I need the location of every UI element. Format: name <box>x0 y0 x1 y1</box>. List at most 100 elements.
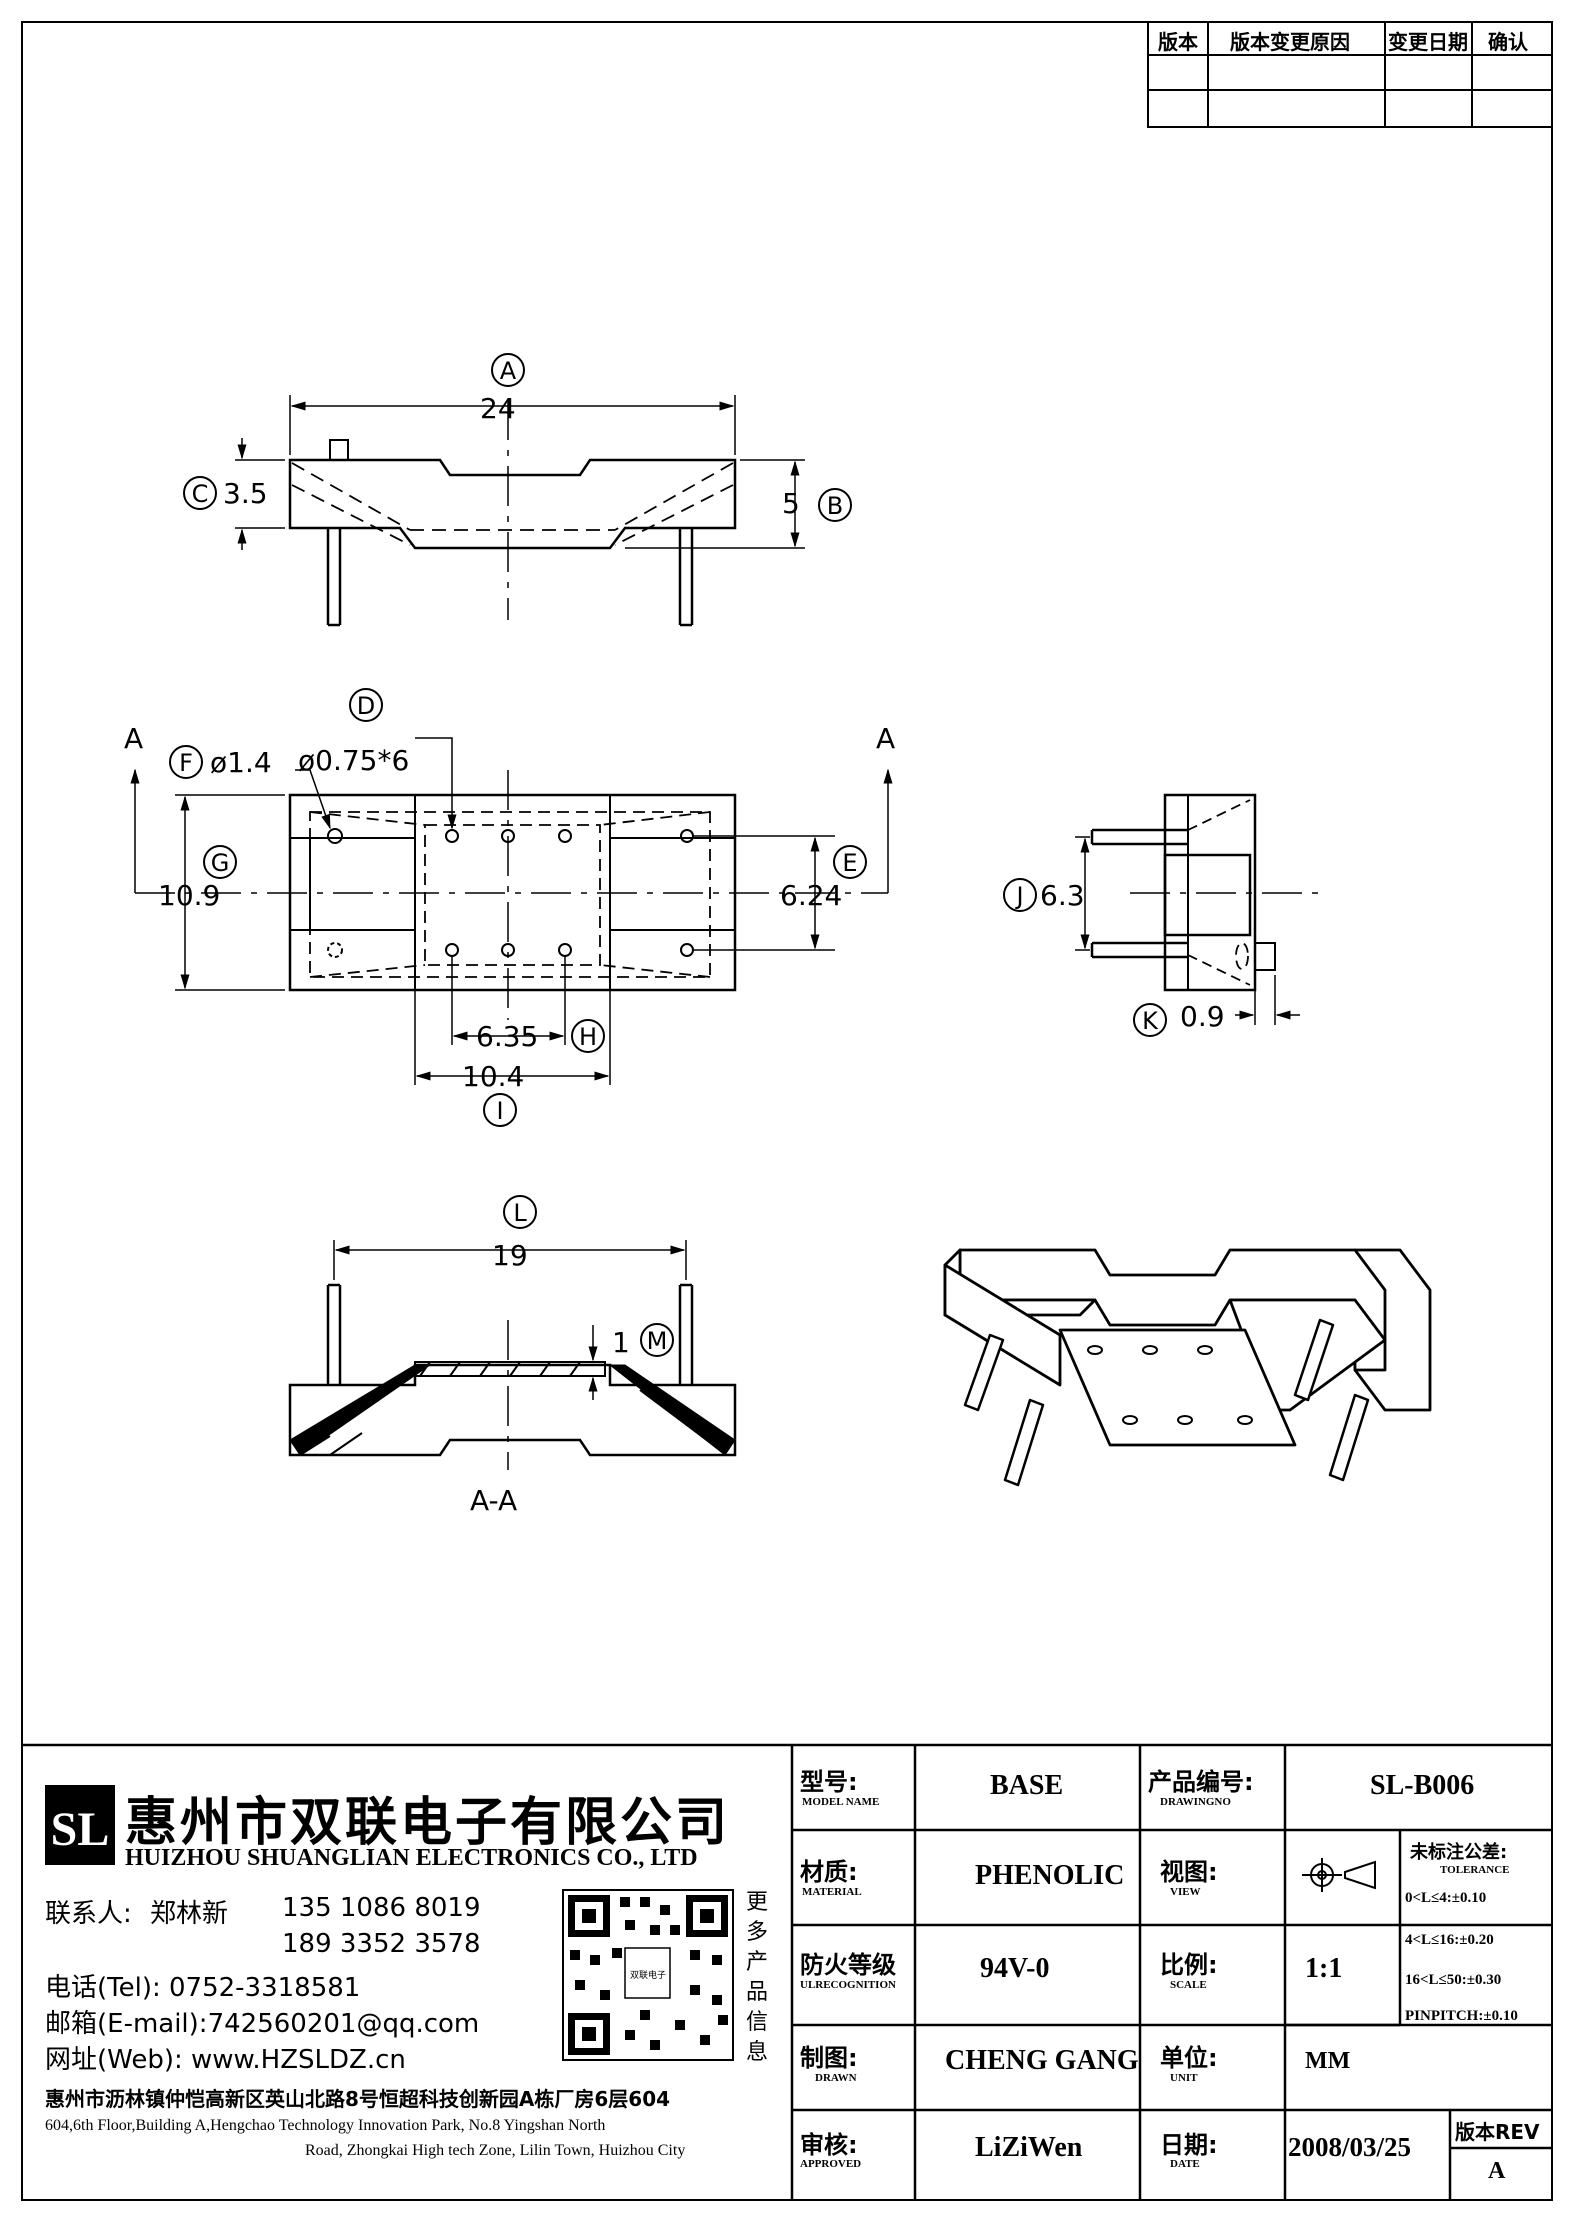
balloon-g: G <box>211 849 230 877</box>
balloon-f: F <box>179 749 193 777</box>
date-label: 日期: <box>1160 2131 1218 2159</box>
dim-f-value: ø1.4 <box>210 746 272 779</box>
drawn-value: CHENG GANG <box>945 2045 1139 2076</box>
qr-caption-char: 信 <box>746 2010 769 2035</box>
sheet-border <box>21 21 1553 2201</box>
model-label: 型号: <box>800 1768 858 1796</box>
approved-sub: APPROVED <box>800 2158 862 2170</box>
dim-l-value: 19 <box>492 1239 528 1272</box>
drawn-label: 制图: <box>800 2044 858 2072</box>
balloon-e: E <box>842 849 857 877</box>
phone-1: 135 1086 8019 <box>282 1893 481 1923</box>
model-value: BASE <box>990 1770 1064 1801</box>
dim-k-value: 0.9 <box>1180 1000 1225 1033</box>
dim-a-value: 24 <box>480 392 516 425</box>
qr-center-text: 双联电子 <box>630 1969 666 1981</box>
address-en-1: 604,6th Floor,Building A,Hengchao Techno… <box>45 2117 606 2134</box>
tolerance-1: 0<L≤4:±0.10 <box>1405 1890 1487 1906</box>
rev-header-confirm: 确认 <box>1488 30 1528 54</box>
email: 邮箱(E-mail):742560201@qq.com <box>45 2009 480 2039</box>
qr-caption: 更 多 产 品 信 息 <box>746 1888 772 2068</box>
balloon-b: B <box>827 492 843 520</box>
balloon-l: L <box>513 1199 527 1227</box>
dim-m-value: 1 <box>612 1326 630 1359</box>
rev-label: 版本REV <box>1455 2120 1540 2144</box>
balloon-h: H <box>579 1023 597 1051</box>
address-cn: 惠州市沥林镇仲恺高新区英山北路8号恒超科技创新园A栋厂房6层604 <box>45 2087 671 2111</box>
dim-h-value: 6.35 <box>476 1020 538 1053</box>
fire-value: 94V-0 <box>980 1953 1050 1984</box>
qr-caption-char: 多 <box>746 1920 769 1945</box>
phone-2: 189 3352 3578 <box>282 1929 481 1959</box>
unit-sub: UNIT <box>1170 2072 1198 2084</box>
section-mark-left: A <box>124 722 143 755</box>
approved-label: 审核: <box>800 2131 858 2159</box>
tolerance-3: 16<L≤50:±0.30 <box>1405 1972 1502 1988</box>
website: 网址(Web): www.HZSLDZ.cn <box>45 2045 406 2075</box>
scale-value: 1:1 <box>1305 1953 1343 1984</box>
top-view <box>130 737 893 1085</box>
logo-text: SL <box>51 1803 110 1856</box>
balloon-c: C <box>192 480 209 508</box>
fire-label: 防火等级 <box>800 1951 896 1979</box>
view-label: 视图: <box>1160 1858 1218 1886</box>
dimension-balloons: A C B D F G E H I J K L M <box>169 353 1167 1357</box>
revision-table <box>1147 21 1553 128</box>
rev-header-date: 变更日期 <box>1388 30 1468 54</box>
tolerance-2: 4<L≤16:±0.20 <box>1405 1932 1494 1948</box>
scale-label: 比例: <box>1160 1951 1218 1979</box>
material-label: 材质: <box>800 1858 858 1886</box>
section-view <box>288 1240 737 1470</box>
qr-caption-char: 更 <box>746 1890 769 1915</box>
dim-e-value: 6.24 <box>780 879 842 912</box>
dim-c-value: 3.5 <box>223 477 268 510</box>
material-value: PHENOLIC <box>975 1860 1125 1891</box>
model-sub: MODEL NAME <box>802 1796 880 1808</box>
date-value: 2008/03/25 <box>1288 2132 1412 2162</box>
front-view <box>235 395 805 627</box>
dim-i-value: 10.4 <box>462 1060 524 1093</box>
rev-header-reason: 版本变更原因 <box>1230 30 1350 54</box>
material-sub: MATERIAL <box>802 1886 862 1898</box>
balloon-d: D <box>357 692 375 720</box>
dim-g-value: 10.9 <box>158 879 220 912</box>
qr-caption-char: 息 <box>746 2040 769 2065</box>
qr-code: 双联电子 <box>562 1889 734 2061</box>
balloon-i: I <box>496 1097 503 1125</box>
drawn-sub: DRAWN <box>815 2072 857 2084</box>
rev-header-version: 版本 <box>1158 30 1198 54</box>
drawing-no-label: 产品编号: <box>1148 1768 1254 1796</box>
unit-label: 单位: <box>1160 2044 1218 2072</box>
tolerance-4: PINPITCH:±0.10 <box>1405 2008 1518 2024</box>
company-logo: SL <box>45 1785 115 1865</box>
isometric-view <box>943 1248 1432 1487</box>
dim-j-value: 6.3 <box>1040 879 1085 912</box>
qr-caption-char: 产 <box>746 1950 769 1975</box>
company-name-en: HUIZHOU SHUANGLIAN ELECTRONICS CO., LTD <box>125 1845 698 1871</box>
rev-value: A <box>1488 2158 1506 2184</box>
balloon-k: K <box>1142 1007 1159 1035</box>
address-en-2: Road, Zhongkai High tech Zone, Lilin Tow… <box>305 2142 686 2159</box>
section-mark-right: A <box>876 722 895 755</box>
balloon-m: M <box>647 1327 668 1355</box>
balloon-a: A <box>500 357 517 385</box>
section-label: A-A <box>470 1484 517 1517</box>
balloon-j: J <box>1014 882 1023 910</box>
projection-symbol <box>1302 1858 1376 1892</box>
contact-label: 联系人: <box>45 1899 132 1929</box>
tolerance-label: 未标注公差: <box>1410 1842 1508 1863</box>
tel: 电话(Tel): 0752-3318581 <box>45 1973 361 2003</box>
side-view <box>1075 793 1325 1025</box>
date-sub: DATE <box>1170 2158 1200 2170</box>
view-sub: VIEW <box>1170 1886 1201 1898</box>
fire-sub: ULRECOGNITION <box>800 1979 896 1991</box>
unit-value: MM <box>1305 2048 1351 2074</box>
title-block-grid <box>22 1743 1552 2200</box>
approved-value: LiZiWen <box>975 2132 1083 2163</box>
drawing-no-sub: DRAWINGNO <box>1160 1796 1231 1808</box>
tolerance-sub: TOLERANCE <box>1440 1864 1510 1876</box>
dim-b-value: 5 <box>782 487 800 520</box>
scale-sub: SCALE <box>1170 1979 1207 1991</box>
